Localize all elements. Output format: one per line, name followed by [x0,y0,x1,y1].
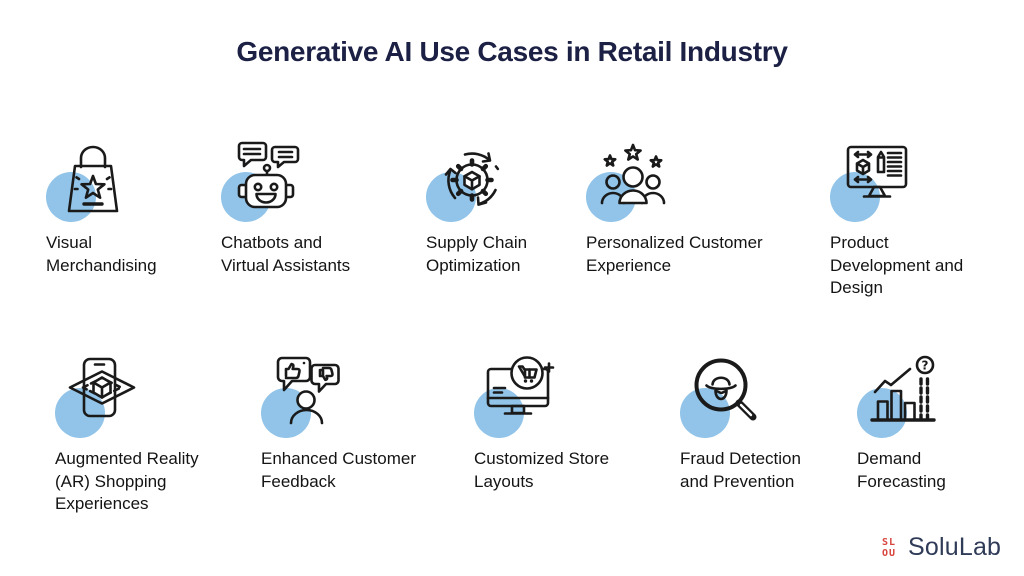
use-case-card: ? Demand Forecasting [857,355,977,493]
icon-area [830,140,985,222]
icon-area [426,140,571,222]
accent-circle [857,388,907,438]
icon-area: ? [857,355,977,438]
icon-area [221,140,371,222]
use-case-label: Augmented Reality (AR) Shopping Experien… [55,449,199,513]
icon-area [586,140,786,222]
use-case-card: Enhanced Customer Feedback [261,356,441,493]
use-case-label: Product Development and Design [830,233,964,297]
shopping-bag-star-icon [67,145,119,213]
ar-phone-cube-icon [68,357,136,418]
page-title: Generative AI Use Cases in Retail Indust… [236,36,788,67]
icon-area [46,140,196,222]
feedback-thumbs-bubbles-icon [276,356,340,425]
icon-area [474,356,634,438]
icon-area [261,356,441,438]
use-case-card: Product Development and Design [830,140,985,300]
icon-area [55,356,220,438]
use-case-label: Fraud Detection and Prevention [680,449,801,491]
use-case-card: Fraud Detection and Prevention [680,356,825,493]
solulab-logo: SL OU SoluLab [877,533,1001,562]
use-case-card: Chatbots and Virtual Assistants [221,140,371,277]
use-case-label: Chatbots and Virtual Assistants [221,233,351,275]
accent-circle [680,388,730,438]
use-case-label: Demand Forecasting [857,449,946,491]
forecast-bar-chart-icon: ? [870,355,936,422]
use-case-card: Visual Merchandising [46,140,196,277]
solulab-logo-mark-icon: SL OU [881,536,897,559]
use-case-label: Visual Merchandising [46,233,157,275]
use-case-card: Supply Chain Optimization [426,140,571,277]
gear-cube-cycle-icon [444,152,500,206]
accent-circle [55,388,105,438]
use-case-card: Augmented Reality (AR) Shopping Experien… [55,356,220,516]
store-monitor-cart-icon [486,356,555,415]
solulab-logo-text: SoluLab [908,533,1002,561]
use-case-card: Personalized Customer Experience [586,140,786,277]
fraud-magnifier-spy-icon [694,358,757,421]
use-case-label: Supply Chain Optimization [426,233,528,275]
svg-text:?: ? [922,359,929,373]
chatbot-robot-icon [237,141,300,209]
customers-stars-icon [600,143,666,205]
use-case-label: Enhanced Customer Feedback [261,449,416,491]
design-monitor-icon [846,145,908,198]
use-case-label: Customized Store Layouts [474,449,610,491]
icon-area [680,356,825,438]
use-case-card: Customized Store Layouts [474,356,634,493]
use-case-label: Personalized Customer Experience [586,233,763,275]
